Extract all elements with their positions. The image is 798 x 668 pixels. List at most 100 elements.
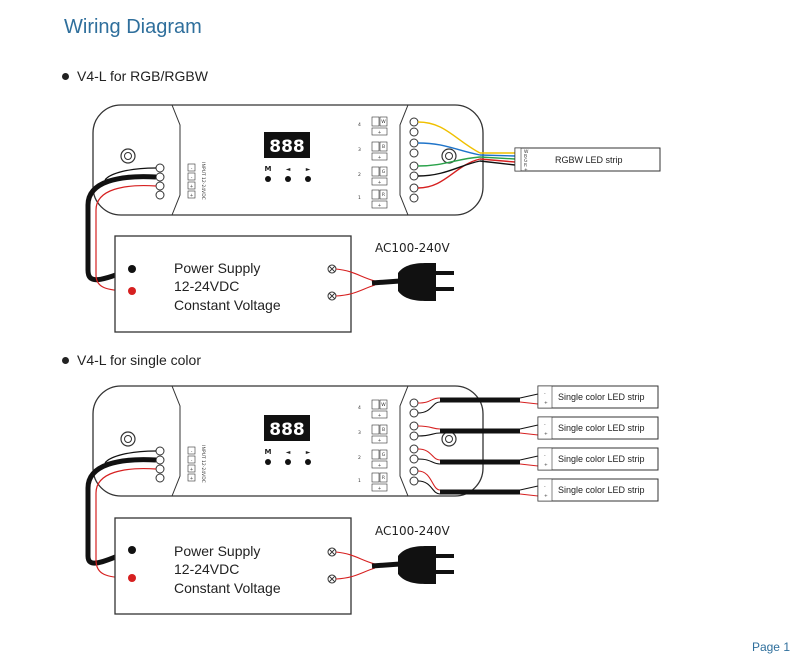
strip-label: Single color LED strip bbox=[558, 392, 645, 402]
terminal-label: + bbox=[190, 193, 194, 199]
strip-pin: - bbox=[544, 392, 546, 397]
single-color-wires bbox=[417, 393, 539, 497]
section-heading-rgb: V4-L for RGB/RGBW bbox=[62, 68, 208, 84]
strip-pin: + bbox=[544, 431, 548, 437]
strip-pin: B bbox=[524, 154, 527, 160]
diagram-rgb: - - + + INPUT 12-24VDC 888 M ◄ ► 4 W + bbox=[85, 104, 661, 333]
single-color-led-strip: - + Single color LED strip bbox=[537, 385, 659, 409]
terminal-label: + bbox=[378, 463, 382, 469]
right-button[interactable] bbox=[305, 176, 311, 182]
power-supply-line: Constant Voltage bbox=[174, 297, 281, 313]
strip-pin: + bbox=[544, 400, 548, 406]
terminal-label: W bbox=[381, 119, 386, 125]
channel-label: 3 bbox=[358, 430, 361, 436]
strip-pin: + bbox=[524, 167, 528, 173]
ac-plug-icon bbox=[398, 263, 454, 301]
power-supply-line: Constant Voltage bbox=[174, 580, 281, 596]
bullet-icon bbox=[62, 356, 69, 364]
terminal-label: G bbox=[382, 169, 386, 175]
single-color-led-strip: - + Single color LED strip bbox=[537, 416, 659, 440]
ac-voltage-label: AC100-240V bbox=[375, 241, 451, 255]
strip-pin: + bbox=[544, 462, 548, 468]
button-label-left: ◄ bbox=[286, 449, 291, 456]
ac-cable bbox=[335, 268, 401, 297]
button-label-right: ► bbox=[306, 166, 311, 173]
page-title: Wiring Diagram bbox=[64, 16, 202, 38]
channel-label: 2 bbox=[358, 172, 361, 178]
terminal-label: + bbox=[378, 180, 382, 186]
negative-terminal bbox=[128, 546, 136, 554]
segment-display bbox=[264, 415, 310, 441]
terminal-label: - bbox=[191, 459, 193, 464]
rgbw-wires bbox=[417, 121, 516, 189]
display-digits: 888 bbox=[269, 420, 305, 440]
channel-label: 1 bbox=[358, 195, 361, 201]
strip-pin: + bbox=[544, 493, 548, 499]
ac-plug-icon bbox=[398, 546, 454, 584]
channel-label: 3 bbox=[358, 147, 361, 153]
right-button[interactable] bbox=[305, 459, 311, 465]
terminal-label: - bbox=[191, 450, 193, 455]
controller: - - + + INPUT 12-24VDC 888 M ◄ ► 4 W + 3 bbox=[92, 385, 484, 497]
strip-label: Single color LED strip bbox=[558, 423, 645, 433]
single-color-led-strip: - + Single color LED strip bbox=[537, 447, 659, 471]
rgbw-led-strip: W B G R + RGBW LED strip bbox=[514, 147, 661, 173]
ac-voltage-label: AC100-240V bbox=[375, 524, 451, 538]
terminal-label: + bbox=[378, 155, 382, 161]
terminal-label: W bbox=[381, 402, 386, 408]
terminal-label: R bbox=[382, 192, 385, 198]
terminal-label: G bbox=[382, 452, 386, 458]
channel-label: 4 bbox=[358, 122, 361, 128]
output-terminal-labels: 4 W + 3 B + 2 G + bbox=[358, 399, 388, 492]
section-heading-single: V4-L for single color bbox=[62, 352, 201, 368]
power-supply-line: 12-24VDC bbox=[174, 561, 239, 577]
terminal-label: + bbox=[378, 486, 382, 492]
left-button[interactable] bbox=[285, 176, 291, 182]
strip-pin: W bbox=[524, 149, 529, 155]
negative-terminal bbox=[128, 265, 136, 273]
section-heading-text: V4-L for RGB/RGBW bbox=[77, 68, 208, 84]
power-supply-line: 12-24VDC bbox=[174, 278, 239, 294]
positive-terminal bbox=[128, 574, 136, 582]
power-supply: Power Supply 12-24VDC Constant Voltage bbox=[114, 235, 352, 333]
output-terminal-block bbox=[409, 117, 419, 203]
power-supply-line: Power Supply bbox=[174, 543, 260, 559]
mode-button[interactable] bbox=[265, 459, 271, 465]
channel-label: 2 bbox=[358, 455, 361, 461]
diagram-single: - - + + INPUT 12-24VDC 888 M ◄ ► 4 W + 3 bbox=[85, 385, 659, 615]
button-label-left: ◄ bbox=[286, 166, 291, 173]
ac-terminal-icon bbox=[327, 547, 337, 584]
ac-cable bbox=[335, 551, 401, 580]
button-label-right: ► bbox=[306, 449, 311, 456]
display-digits: 888 bbox=[269, 137, 305, 157]
output-terminal-block bbox=[409, 398, 419, 486]
terminal-label: - bbox=[191, 167, 193, 172]
controller: - - + + INPUT 12-24VDC 888 M ◄ ► 4 W + bbox=[92, 104, 484, 216]
positive-terminal bbox=[128, 287, 136, 295]
section-heading-text: V4-L for single color bbox=[77, 352, 201, 368]
dc-input-wires bbox=[85, 167, 157, 292]
channel-label: 4 bbox=[358, 405, 361, 411]
dc-input-wires bbox=[85, 450, 157, 579]
output-terminal-labels: 4 W + 3 B + 2 G + bbox=[358, 116, 388, 209]
terminal-label: + bbox=[190, 476, 194, 482]
power-supply-line: Power Supply bbox=[174, 260, 260, 276]
strip-pin: - bbox=[544, 454, 546, 459]
input-terminal-labels: - - + + INPUT 12-24VDC bbox=[187, 162, 206, 200]
button-label-m: M bbox=[265, 448, 272, 456]
input-label: INPUT 12-24VDC bbox=[200, 445, 206, 483]
input-terminal-labels: - - + + INPUT 12-24VDC bbox=[187, 445, 206, 483]
strip-pin: - bbox=[544, 485, 546, 490]
segment-display bbox=[264, 132, 310, 158]
bullet-icon bbox=[62, 72, 69, 80]
page-number: Page 1 bbox=[751, 640, 790, 654]
terminal-label: + bbox=[378, 203, 382, 209]
input-label: INPUT 12-24VDC bbox=[200, 162, 206, 200]
strip-label: Single color LED strip bbox=[558, 485, 645, 495]
terminal-label: + bbox=[378, 438, 382, 444]
left-button[interactable] bbox=[285, 459, 291, 465]
terminal-label: - bbox=[191, 176, 193, 181]
button-label-m: M bbox=[265, 165, 272, 173]
terminal-label: + bbox=[190, 184, 194, 190]
mode-button[interactable] bbox=[265, 176, 271, 182]
